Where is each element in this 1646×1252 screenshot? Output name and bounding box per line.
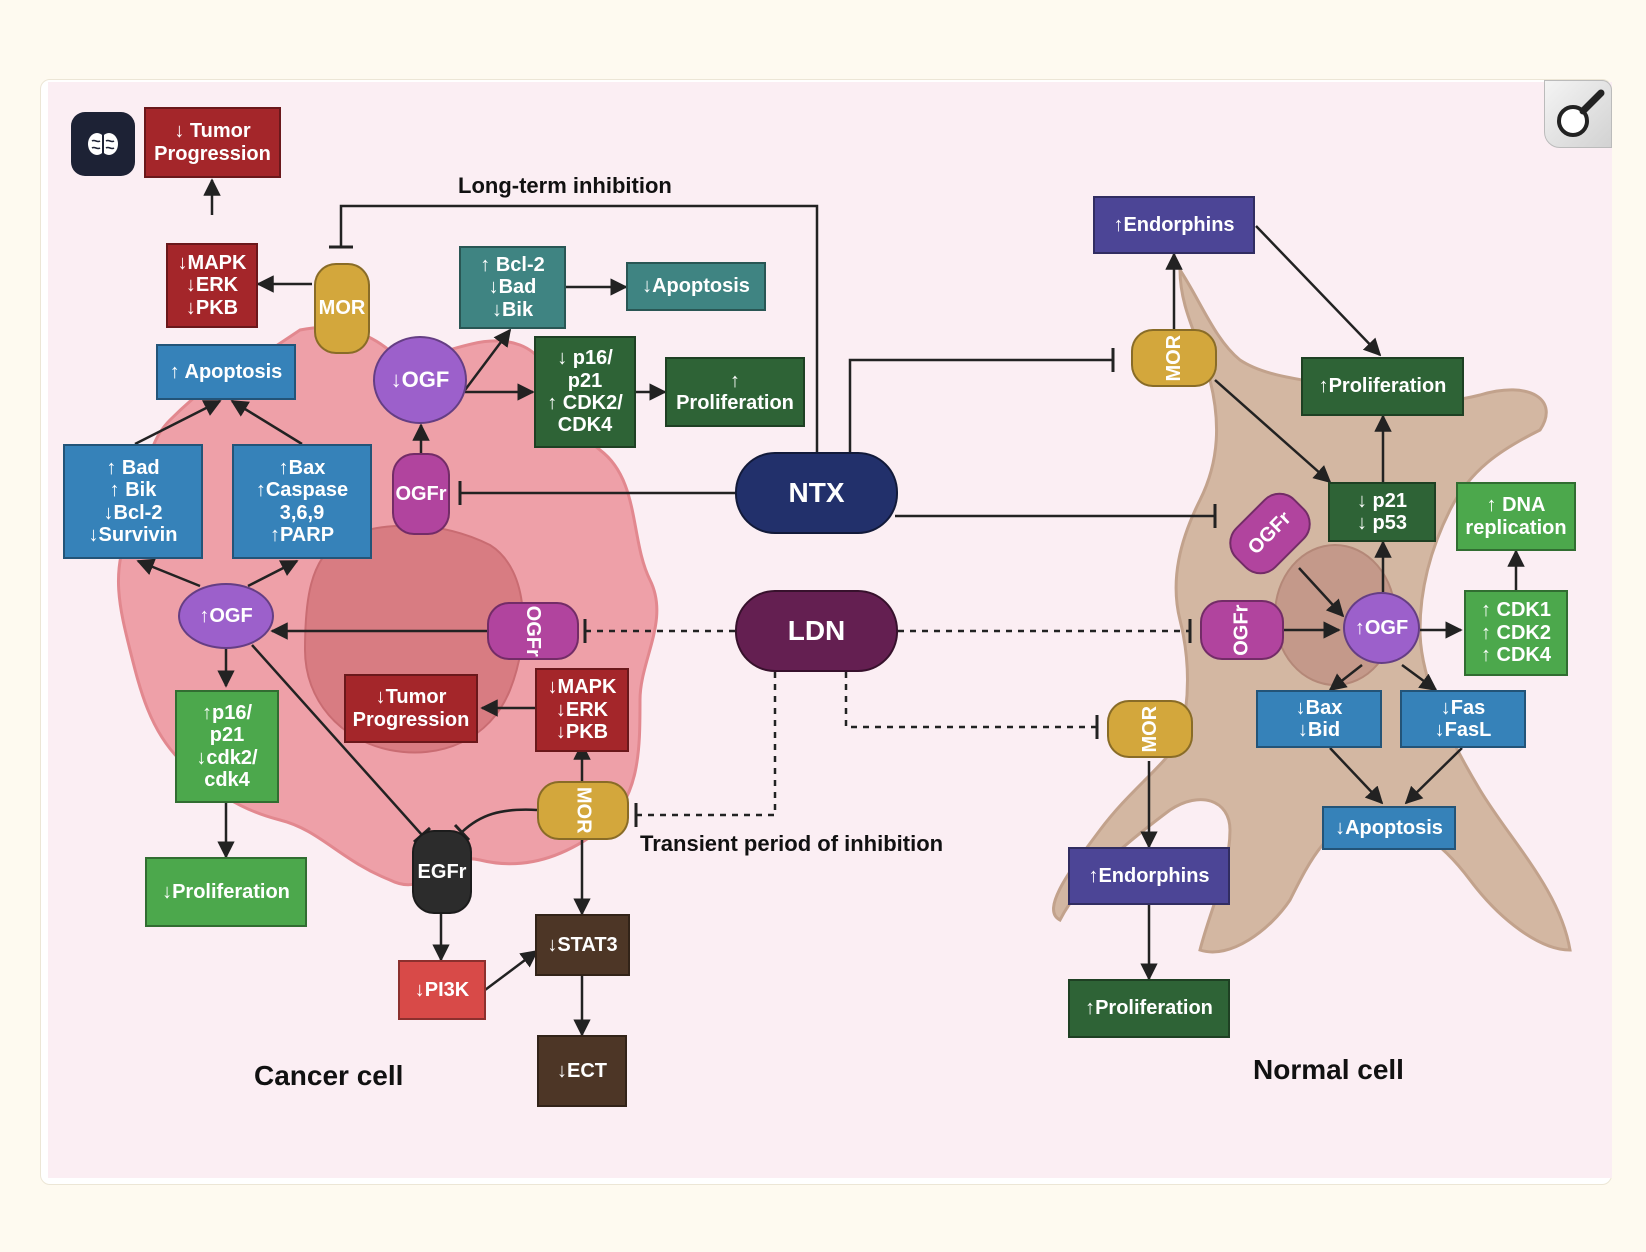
ogfr-mid-node: OGFr	[487, 602, 579, 660]
ogf-down-node: ↓OGF	[373, 336, 467, 424]
proliferation-up-box: ↑ Proliferation	[665, 357, 805, 427]
ogfr-top-node: OGFr	[392, 453, 450, 535]
proliferation-bottom-box: ↑Proliferation	[1068, 979, 1230, 1038]
p16-p21-cdk-up-box: ↑p16/ p21 ↓cdk2/ cdk4	[175, 690, 279, 803]
apoptosis-normal-box: ↓Apoptosis	[1322, 806, 1456, 850]
mapk-erk-pkb-top-box: ↓MAPK ↓ERK ↓PKB	[166, 243, 258, 328]
mapk-erk-pkb-mid-box: ↓MAPK ↓ERK ↓PKB	[535, 668, 629, 752]
bcl2-bad-bik-box: ↑ Bcl-2 ↓Bad ↓Bik	[459, 246, 566, 329]
ldn-drug: LDN	[735, 590, 898, 672]
brain-icon[interactable]	[71, 112, 135, 176]
ogf-up-node: ↑OGF	[178, 583, 274, 649]
mor-normal-top-node: MOR	[1131, 329, 1217, 387]
ntx-to-mor-line	[848, 358, 1113, 455]
normal-cell-label: Normal cell	[1253, 1054, 1404, 1085]
ldn-to-mor-normal-line	[844, 672, 1097, 729]
ldn-to-mor-cancer-line	[636, 672, 777, 817]
egfr-node: EGFr	[412, 830, 472, 914]
mor-top-node: MOR	[314, 263, 370, 354]
tumor-progression-top-box: ↓ Tumor Progression	[144, 107, 281, 178]
p16-p21-cdk-box: ↓ p16/ p21 ↑ CDK2/ CDK4	[534, 336, 636, 448]
zoom-button[interactable]	[1544, 80, 1612, 148]
tumor-progression-mid-box: ↓Tumor Progression	[344, 674, 478, 743]
apoptosis-up-box: ↑ Apoptosis	[156, 344, 296, 400]
bax-bid-box: ↓Bax ↓Bid	[1256, 690, 1382, 748]
ogfr-normal-node: OGFr	[1200, 600, 1284, 660]
bad-bik-bcl2-survivin-box: ↑ Bad ↑ Bik ↓Bcl-2 ↓Survivin	[63, 444, 203, 559]
p21-p53-box: ↓ p21 ↓ p53	[1328, 482, 1436, 542]
ect-box: ↓ECT	[537, 1035, 627, 1107]
transient-inhibition-label: Transient period of inhibition	[640, 831, 944, 856]
endorphins-bottom-box: ↑Endorphins	[1068, 847, 1230, 905]
mor-mid-node: MOR	[537, 781, 629, 840]
apoptosis-down-box: ↓Apoptosis	[626, 262, 766, 311]
bax-caspase-parp-box: ↑Bax ↑Caspase 3,6,9 ↑PARP	[232, 444, 372, 559]
fas-fasl-box: ↓Fas ↓FasL	[1400, 690, 1526, 748]
cancer-cell-label: Cancer cell	[254, 1060, 404, 1091]
cdk1-cdk2-cdk4-box: ↑ CDK1 ↑ CDK2 ↑ CDK4	[1464, 590, 1568, 676]
proliferation-top-box: ↑Proliferation	[1301, 357, 1464, 416]
proliferation-down-box: ↓Proliferation	[145, 857, 307, 927]
long-term-inhibition-line	[339, 204, 819, 455]
ogf-normal-node: ↑OGF	[1343, 592, 1420, 664]
long-term-inhibition-label: Long-term inhibition	[458, 173, 672, 198]
pi3k-box: ↓PI3K	[398, 960, 486, 1020]
ntx-drug: NTX	[735, 452, 898, 534]
magnifier-icon	[1557, 89, 1605, 137]
endorphins-top-box: ↑Endorphins	[1093, 196, 1255, 254]
stat3-box: ↓STAT3	[535, 914, 630, 976]
dna-replication-box: ↑ DNA replication	[1456, 482, 1576, 551]
mor-normal-bottom-node: MOR	[1107, 700, 1193, 758]
